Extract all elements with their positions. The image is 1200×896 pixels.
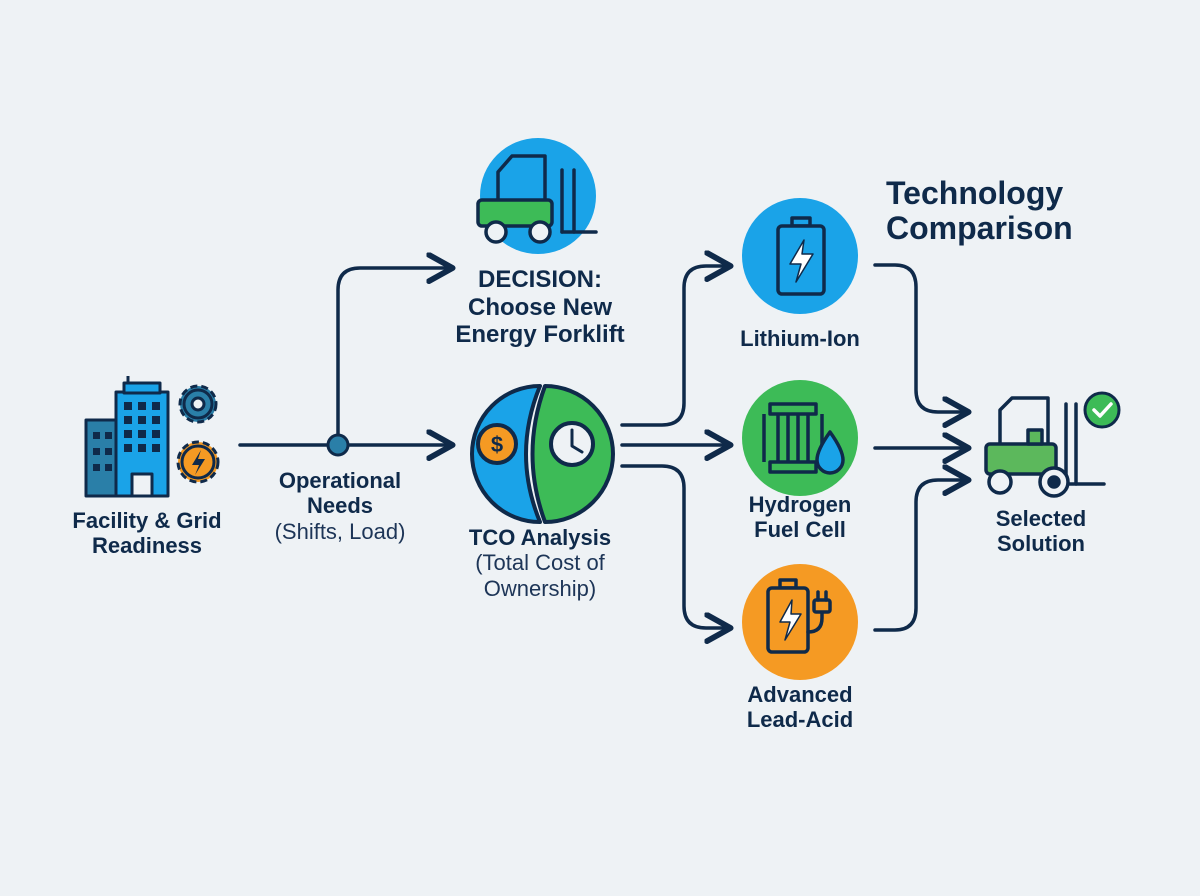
operational-label: Operational Needs (Shifts, Load) — [274, 468, 406, 544]
lead-acid-battery-icon — [742, 564, 858, 680]
building-icon — [84, 376, 170, 498]
connector-leadacid-to-selected — [873, 480, 966, 632]
junction-dot — [326, 433, 350, 457]
forklift-icon-selected — [984, 396, 1106, 498]
connector-lithium-to-selected — [873, 263, 966, 412]
section-title: Technology Comparison — [886, 175, 1073, 247]
gear-icon — [178, 384, 218, 424]
forklift-icon-decision — [476, 138, 598, 254]
currency-symbol: $ — [491, 432, 503, 457]
facility-label: Facility & Grid Readiness — [72, 508, 222, 559]
power-gear-icon — [176, 440, 220, 484]
tco-label: TCO Analysis (Total Cost of Ownership) — [468, 525, 612, 601]
hydrogen-fuel-cell-icon — [742, 380, 858, 496]
lithium-label: Lithium-Ion — [740, 326, 860, 351]
check-icon — [1083, 391, 1121, 429]
connector-tco-to-leadacid — [620, 464, 728, 628]
title-line-1: Technology — [886, 175, 1064, 211]
tco-pie-icon — [470, 384, 615, 524]
selected-label: Selected Solution — [995, 506, 1087, 557]
lithium-battery-icon — [742, 198, 858, 314]
connector-operational-to-decision — [336, 268, 450, 447]
hydrogen-label: Hydrogen Fuel Cell — [748, 492, 852, 543]
title-line-2: Comparison — [886, 210, 1073, 247]
connector-tco-to-lithium — [620, 266, 728, 427]
decision-label: DECISION: Choose New Energy Forklift — [455, 266, 625, 349]
leadacid-label: Advanced Lead-Acid — [746, 682, 854, 733]
